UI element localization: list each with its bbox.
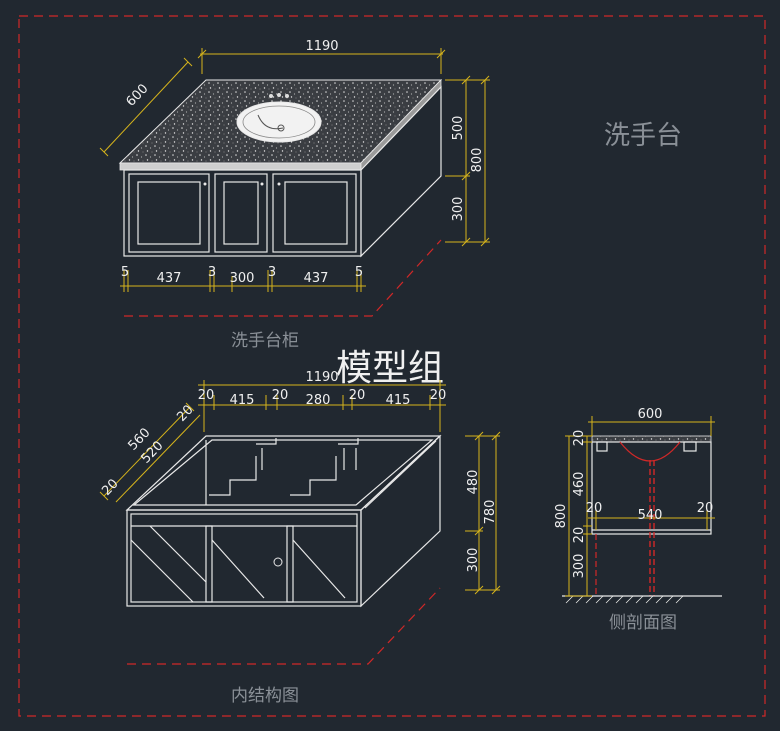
inner-height-bottom-label: 300 <box>466 548 481 573</box>
inner-seg-label: 20 <box>272 388 289 403</box>
section-upper-label: 460 <box>572 472 587 497</box>
cabinet-height-bottom-label: 300 <box>451 197 466 222</box>
section-inner-width-label: 540 <box>638 508 663 523</box>
cabinet-seg-label: 3 <box>208 265 216 280</box>
inner-seg-label: 415 <box>386 393 411 408</box>
drain-icon <box>277 124 285 132</box>
inner-seg-label: 415 <box>230 393 255 408</box>
inner-structure-view <box>99 380 501 665</box>
cabinet-view <box>99 48 490 317</box>
cabinet-seg-label: 437 <box>304 271 329 286</box>
cabinet-caption: 洗手台柜 <box>231 331 299 351</box>
cabinet-height-top-label: 500 <box>451 116 466 141</box>
inner-seg-label: 280 <box>306 393 331 408</box>
cabinet-width-label: 1190 <box>305 39 338 54</box>
section-lower-label: 300 <box>572 554 587 579</box>
cabinet-side <box>360 85 442 258</box>
cabinet-seg-label: 3 <box>268 265 276 280</box>
inner-width-label: 1190 <box>305 370 338 385</box>
inner-seg-label: 20 <box>430 388 447 403</box>
inner-height-total-label: 780 <box>483 500 498 525</box>
inner-front <box>126 509 362 607</box>
countertop-edge <box>119 162 362 171</box>
section-top-label: 20 <box>572 430 587 447</box>
cabinet-seg-label: 5 <box>355 265 363 280</box>
cabinet-seg-label: 437 <box>157 271 182 286</box>
section-total-label: 800 <box>554 504 569 529</box>
model-group-label: 模型组 <box>336 348 444 389</box>
drawing-border <box>18 15 766 717</box>
inner-height-top-label: 480 <box>466 470 481 495</box>
inner-caption: 内结构图 <box>231 686 299 706</box>
cabinet-seg-label: 5 <box>121 265 129 280</box>
section-caption: 侧剖面图 <box>609 613 677 633</box>
section-width-label: 600 <box>638 407 663 422</box>
cabinet-height-total-label: 800 <box>470 148 485 173</box>
inner-seg-label: 20 <box>349 388 366 403</box>
section-left-gap-label: 20 <box>586 501 603 516</box>
section-mid-label: 20 <box>572 527 587 544</box>
floor-line <box>124 239 442 317</box>
cabinet-seg-label: 300 <box>230 271 255 286</box>
main-title: 洗手台 <box>604 121 682 151</box>
section-right-gap-label: 20 <box>697 501 714 516</box>
inner-seg-label: 20 <box>198 388 215 403</box>
basin <box>236 101 322 143</box>
side-section-view <box>562 416 722 604</box>
cabinet-front <box>123 169 362 257</box>
